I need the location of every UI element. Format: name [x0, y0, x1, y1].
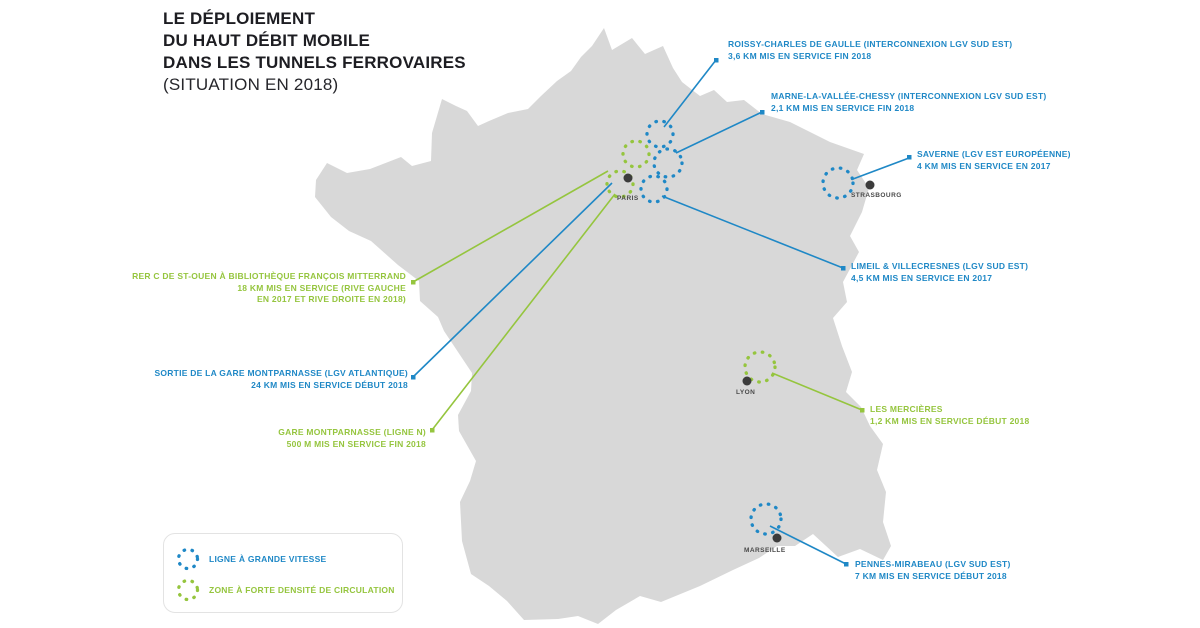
zone-circle-limeil — [639, 174, 669, 204]
city-label-marseille: MARSEILLE — [744, 547, 786, 554]
annotation-sortie-line2: 24 KM MIS EN SERVICE DÉBUT 2018 — [251, 379, 408, 390]
legend-label-lgv: LIGNE À GRANDE VITESSE — [209, 553, 327, 564]
annotation-roissy-line1: ROISSY-CHARLES DE GAULLE (INTERCONNEXION… — [728, 39, 1013, 49]
city-label-strasbourg: STRASBOURG — [851, 192, 902, 199]
connector-saverne — [852, 157, 910, 180]
zone-circle-roissy — [645, 119, 675, 149]
city-dot-paris — [623, 173, 633, 183]
france-map-shape — [315, 28, 891, 624]
connector-mercieres — [771, 372, 863, 411]
title-line-3: DANS LES TUNNELS FERROVAIRES — [163, 53, 466, 72]
legend-green-dotted-circle-icon — [176, 578, 200, 601]
annotation-mercieres-line2: 1,2 KM MIS EN SERVICE DÉBUT 2018 — [870, 415, 1030, 426]
annotation-marne-line1: MARNE-LA-VALLÉE-CHESSY (INTERCONNEXION L… — [771, 91, 1047, 101]
zone-circle-paris-north — [621, 139, 651, 169]
legend-item-lgv: LIGNE À GRANDE VITESSE — [176, 543, 402, 574]
marker-garen — [430, 428, 435, 433]
zone-circle-marseille — [749, 502, 783, 536]
connector-roissy — [663, 59, 717, 128]
marker-mercieres — [860, 408, 865, 413]
annotation-mercieres: LES MERCIÈRES 1,2 KM MIS EN SERVICE DÉBU… — [870, 404, 1029, 427]
annotation-rerc-line2: 18 KM MIS EN SERVICE (RIVE GAUCHE — [237, 282, 406, 293]
marker-sortie — [411, 375, 416, 380]
city-label-paris: PARIS — [617, 195, 639, 202]
annotation-saverne: SAVERNE (LGV EST EUROPÉENNE) 4 KM MIS EN… — [917, 149, 1071, 172]
city-dot-lyon — [742, 376, 752, 386]
annotation-limeil-line2: 4,5 KM MIS EN SERVICE EN 2017 — [851, 272, 993, 283]
marker-roissy — [714, 58, 719, 63]
marker-marne — [760, 110, 765, 115]
zone-circle-marne — [652, 147, 684, 179]
annotation-garen-line1: GARE MONTPARNASSE (LIGNE N) — [278, 427, 426, 437]
annotation-rerc: RER C DE ST-OUEN À BIBLIOTHÈQUE FRANÇOIS… — [132, 271, 406, 306]
annotation-marne: MARNE-LA-VALLÉE-CHESSY (INTERCONNEXION L… — [771, 91, 1046, 114]
title-line-4: (SITUATION EN 2018) — [163, 75, 339, 94]
annotation-pennes-mirabeau: PENNES-MIRABEAU (LGV SUD EST) 7 KM MIS E… — [855, 559, 1011, 582]
city-dot-marseille — [772, 533, 782, 543]
marker-limeil — [841, 266, 846, 271]
connector-pennes — [769, 525, 847, 565]
title-line-2: DU HAUT DÉBIT MOBILE — [163, 31, 371, 50]
annotation-roissy-line2: 3,6 KM MIS EN SERVICE FIN 2018 — [728, 50, 872, 61]
title-line-1: LE DÉPLOIEMENT — [163, 9, 316, 28]
annotation-limeil: LIMEIL & VILLECRESNES (LGV SUD EST) 4,5 … — [851, 261, 1028, 284]
connector-rerc — [412, 170, 609, 283]
annotation-roissy: ROISSY-CHARLES DE GAULLE (INTERCONNEXION… — [728, 39, 1012, 62]
city-label-lyon: LYON — [736, 389, 756, 396]
annotation-marne-line2: 2,1 KM MIS EN SERVICE FIN 2018 — [771, 102, 915, 113]
annotation-rerc-line3: EN 2017 ET RIVE DROITE EN 2018) — [257, 294, 406, 304]
zone-circle-paris — [605, 169, 635, 199]
annotation-sortie-line1: SORTIE DE LA GARE MONTPARNASSE (LGV ATLA… — [154, 368, 408, 378]
connector-sortie — [412, 182, 613, 378]
marker-rerc — [411, 280, 416, 285]
annotation-sortie-montparnasse: SORTIE DE LA GARE MONTPARNASSE (LGV ATLA… — [154, 368, 408, 391]
legend-blue-dotted-circle-icon — [176, 547, 200, 570]
annotation-gare-montparnasse: GARE MONTPARNASSE (LIGNE N) 500 M MIS EN… — [278, 427, 426, 450]
connector-garen — [431, 193, 616, 431]
marker-saverne — [907, 155, 912, 160]
zone-circle-lyon — [743, 350, 777, 384]
annotation-mercieres-line1: LES MERCIÈRES — [870, 404, 943, 414]
annotation-saverne-line2: 4 KM MIS EN SERVICE EN 2017 — [917, 160, 1051, 171]
page-title: LE DÉPLOIEMENT DU HAUT DÉBIT MOBILE DANS… — [163, 8, 466, 96]
legend-box: LIGNE À GRANDE VITESSE ZONE À FORTE DENS… — [163, 533, 403, 613]
city-dot-strasbourg — [865, 180, 875, 190]
connector-limeil — [661, 195, 844, 269]
zone-circle-saverne — [821, 166, 855, 200]
annotation-pennes-line1: PENNES-MIRABEAU (LGV SUD EST) — [855, 559, 1011, 569]
connector-marne — [675, 111, 763, 154]
annotation-rerc-line1: RER C DE ST-OUEN À BIBLIOTHÈQUE FRANÇOIS… — [132, 271, 406, 281]
annotation-saverne-line1: SAVERNE (LGV EST EUROPÉENNE) — [917, 149, 1071, 159]
annotation-pennes-line2: 7 KM MIS EN SERVICE DÉBUT 2018 — [855, 570, 1007, 581]
marker-pennes — [844, 562, 849, 567]
legend-item-zone-dense: ZONE À FORTE DENSITÉ DE CIRCULATION — [176, 574, 402, 605]
annotation-limeil-line1: LIMEIL & VILLECRESNES (LGV SUD EST) — [851, 261, 1029, 271]
annotation-garen-line2: 500 M MIS EN SERVICE FIN 2018 — [286, 438, 426, 449]
legend-label-zone-dense: ZONE À FORTE DENSITÉ DE CIRCULATION — [209, 584, 395, 595]
